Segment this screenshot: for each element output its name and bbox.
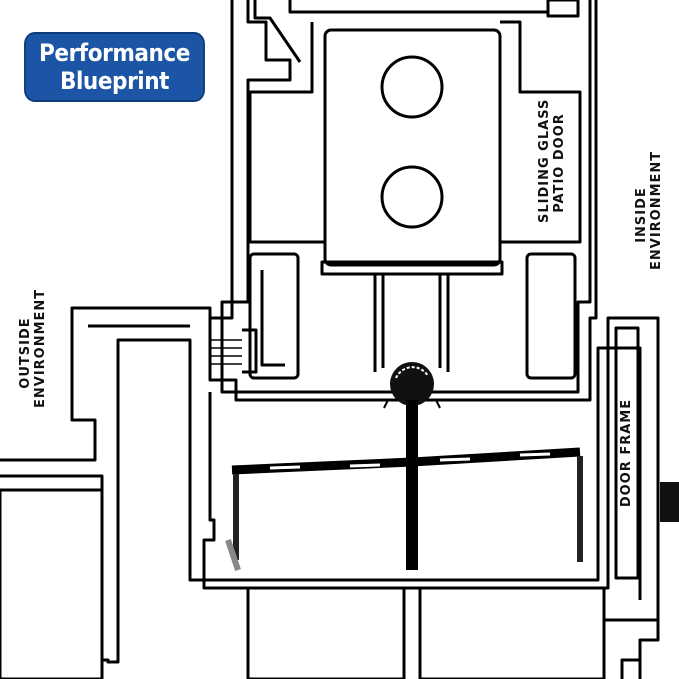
track-center-rail bbox=[406, 400, 418, 570]
glass-unit-frame-right bbox=[500, 20, 582, 244]
glass-unit-frame bbox=[248, 22, 325, 244]
door-frame-label-text: DOOR FRAME bbox=[619, 398, 634, 508]
top-channel bbox=[288, 0, 550, 14]
roller-wheel-highlight bbox=[395, 366, 429, 379]
bottom-chamber-left bbox=[246, 586, 406, 679]
badge-line-2: Blueprint bbox=[59, 67, 170, 95]
weatherstrip-clip bbox=[242, 328, 258, 374]
left-bottom-block bbox=[0, 488, 104, 679]
track-bar-sheen bbox=[269, 452, 551, 470]
badge-line-1: Performance bbox=[38, 39, 190, 67]
glass-unit-block bbox=[323, 28, 502, 267]
sliding-door-label-line-1: SLIDING GLASS bbox=[537, 98, 552, 223]
outer-frame bbox=[0, 306, 660, 640]
performance-blueprint-badge: Performance Blueprint bbox=[24, 32, 205, 102]
door-frame-label: DOOR FRAME bbox=[619, 398, 635, 508]
right-pocket bbox=[525, 252, 577, 380]
inside-environment-label: INSIDE ENVIRONMENT bbox=[634, 150, 668, 270]
roller-circle-top bbox=[380, 55, 444, 119]
outside-environment-label-line-1: OUTSIDE bbox=[18, 317, 33, 389]
roller-wheel bbox=[390, 362, 434, 406]
bottom-right-corner bbox=[620, 658, 640, 679]
left-pocket-inner bbox=[260, 270, 285, 367]
roller-bracket bbox=[383, 399, 441, 409]
weatherstrip-fins bbox=[210, 339, 242, 365]
inside-environment-label-line-2: ENVIRONMENT bbox=[649, 150, 664, 270]
roller-circle-bottom bbox=[380, 165, 444, 229]
outside-environment-label: OUTSIDE ENVIRONMENT bbox=[18, 288, 52, 408]
top-lip-detail bbox=[253, 0, 302, 63]
sliding-door-label: SLIDING GLASS PATIO DOOR bbox=[537, 98, 571, 223]
sliding-door-label-line-2: PATIO DOOR bbox=[552, 113, 567, 213]
sash-inner-profile bbox=[220, 0, 592, 394]
top-right-notch bbox=[546, 0, 580, 18]
right-edge-tab bbox=[660, 482, 679, 522]
outside-environment-label-line-2: ENVIRONMENT bbox=[33, 288, 48, 408]
glass-unit-base bbox=[320, 260, 504, 276]
bottom-chamber-right bbox=[418, 586, 606, 679]
door-frame-slot bbox=[614, 326, 640, 580]
outer-frame-inner bbox=[0, 338, 642, 664]
left-pocket bbox=[248, 252, 300, 380]
inside-environment-label-line-1: INSIDE bbox=[634, 187, 649, 243]
track-stem bbox=[373, 274, 450, 372]
track-chamber-left-fade bbox=[225, 539, 241, 571]
bottom-right-step bbox=[602, 588, 660, 679]
